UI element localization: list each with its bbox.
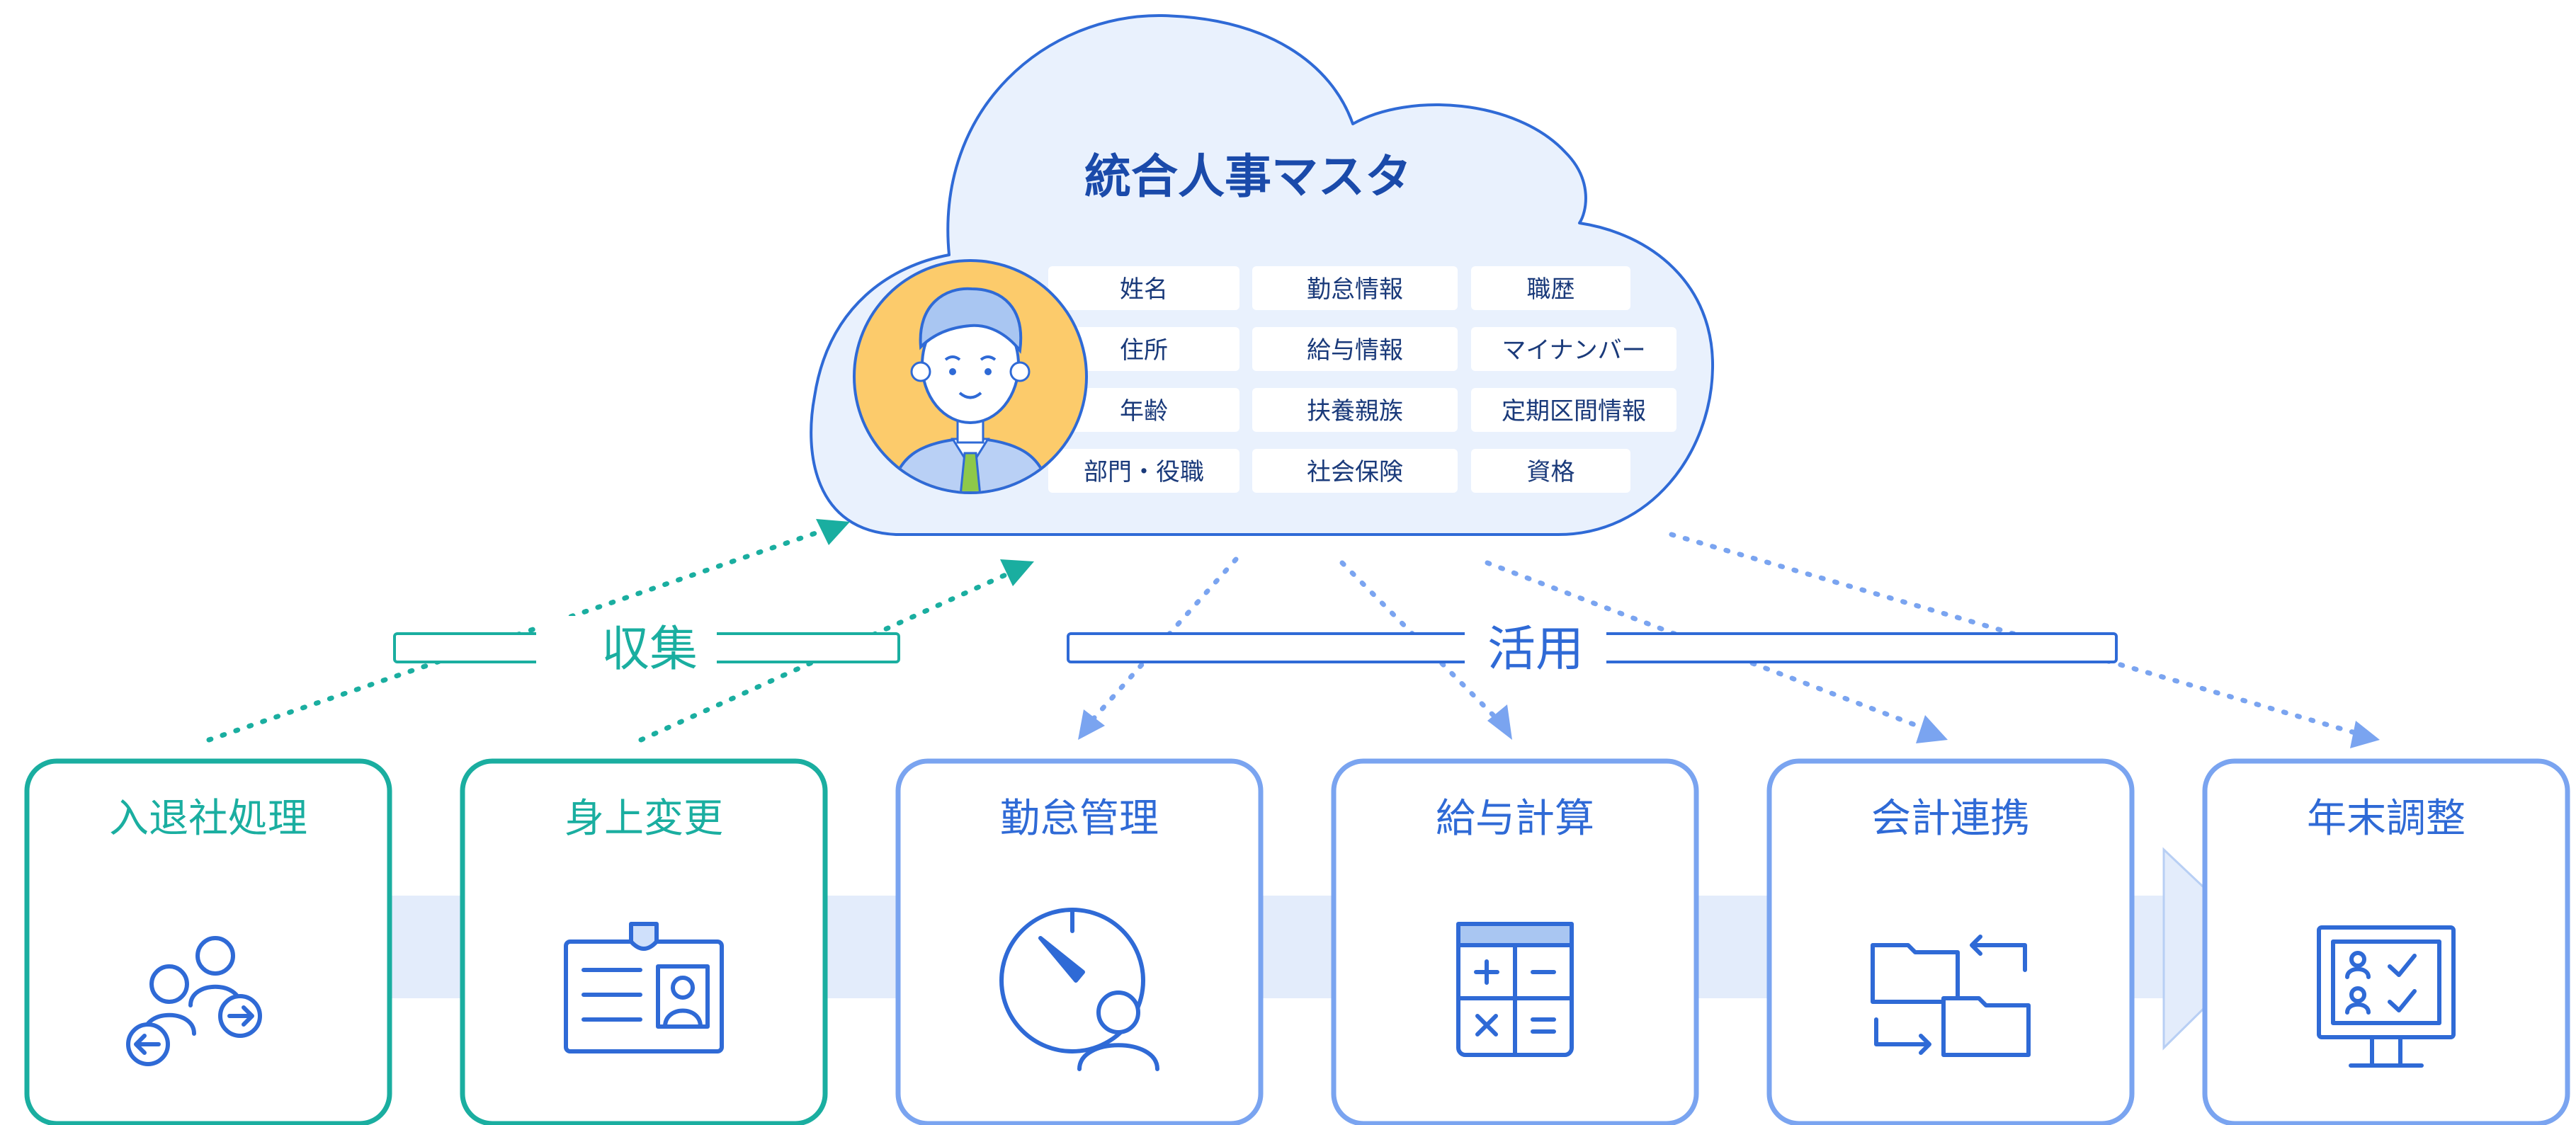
field-chip-label: 職歴 (1527, 275, 1575, 304)
field-chip: マイナンバー (1471, 327, 1676, 371)
folder-sync-icon (1871, 935, 2031, 1057)
field-chip: 姓名 (1048, 266, 1239, 310)
field-chip: 年齢 (1048, 388, 1239, 432)
field-chip: 扶養親族 (1252, 388, 1458, 432)
step-boxes: 入退社処理 身上変更 勤怠管理 給与計算 会計連携 年末調整 (24, 758, 2570, 1125)
step-box-5: 会計連携 (1766, 758, 2135, 1125)
step-label: 年末調整 (2307, 796, 2466, 842)
step-label: 身上変更 (564, 796, 723, 842)
avatar (853, 259, 1088, 494)
field-chip: 給与情報 (1252, 327, 1458, 371)
field-chip-label: 部門・役職 (1084, 458, 1204, 486)
monitor-checklist-icon (2317, 925, 2456, 1068)
utilize-label: 活用 (1487, 622, 1584, 678)
field-chip-label: 社会保険 (1307, 458, 1403, 486)
field-chip-label: 給与情報 (1307, 336, 1403, 365)
step-box-3: 勤怠管理 (895, 758, 1264, 1125)
field-chip-label: 扶養親族 (1307, 397, 1403, 426)
field-chip: 職歴 (1471, 266, 1630, 310)
clock-person-icon (999, 908, 1159, 1071)
field-chip: 住所 (1048, 327, 1239, 371)
step-box-6: 年末調整 (2202, 758, 2570, 1125)
field-chip: 資格 (1471, 449, 1630, 493)
field-chip-label: 姓名 (1120, 275, 1168, 304)
field-chip-label: 資格 (1527, 458, 1575, 486)
step-box-1: 入退社処理 (24, 758, 392, 1125)
collect-group: 収集 (393, 616, 900, 680)
field-chip-label: 住所 (1120, 336, 1168, 365)
step-label: 勤怠管理 (1000, 796, 1159, 842)
field-chip-label: 年齢 (1120, 397, 1168, 426)
field-chip-label: マイナンバー (1502, 336, 1645, 365)
utilize-group: 活用 (1067, 616, 2118, 680)
collect-label: 収集 (601, 622, 698, 678)
people-transfer-icon (126, 936, 262, 1066)
step-box-2: 身上変更 (460, 758, 828, 1125)
field-chip-label: 勤怠情報 (1307, 275, 1403, 304)
cloud-title: 統合人事マスタ (1084, 149, 1412, 204)
step-box-4: 給与計算 (1331, 758, 1699, 1125)
field-chip: 部門・役職 (1048, 449, 1239, 493)
step-label: 会計連携 (1871, 796, 2030, 842)
step-label: 入退社処理 (109, 796, 307, 842)
calculator-icon (1456, 922, 1574, 1057)
field-chip: 社会保険 (1252, 449, 1458, 493)
field-chip: 勤怠情報 (1252, 266, 1458, 310)
field-chip-label: 定期区間情報 (1502, 397, 1646, 426)
person-illustration (887, 287, 1054, 491)
id-card-icon (564, 922, 724, 1053)
step-label: 給与計算 (1436, 796, 1594, 842)
field-chip: 定期区間情報 (1471, 388, 1676, 432)
